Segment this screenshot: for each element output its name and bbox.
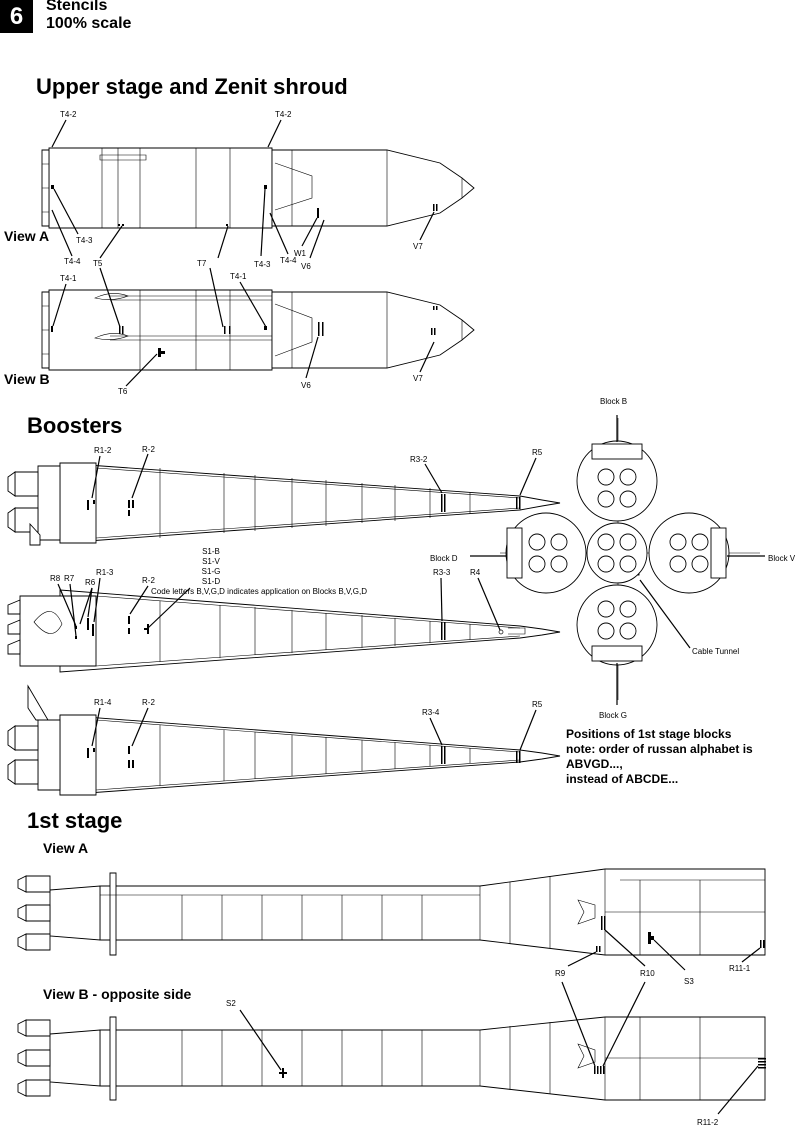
- first-stage-view-b: [17, 1016, 766, 1101]
- upper-stage-heading: Upper stage and Zenit shroud: [36, 74, 348, 99]
- stencil-list: S1-B S1-V S1-G S1-D: [200, 547, 222, 587]
- page-title-line2: 100% scale: [46, 15, 132, 32]
- booster-3-marks: [87, 746, 521, 768]
- label-v6b: V6: [301, 381, 311, 390]
- label-r6: R6: [85, 578, 96, 587]
- stencil-s1-b: S1-B: [202, 547, 220, 556]
- label-r11-1: R11-1: [729, 964, 751, 973]
- label-r4: R4: [470, 568, 481, 577]
- upper-stage-view-b: [41, 289, 475, 371]
- booster-3: [7, 684, 561, 796]
- label-t4-3a: T4-3: [76, 236, 93, 245]
- label-r1-3: R1-3: [96, 568, 114, 577]
- label-r1-4: R1-4: [94, 698, 112, 707]
- label-v7b: V7: [413, 374, 423, 383]
- label-v6a: V6: [301, 262, 311, 271]
- first-stage-view-b-marks: [279, 1058, 766, 1078]
- label-r9: R9: [555, 969, 566, 978]
- stencil-note: Code letters B,V,G,D indicates applicati…: [151, 587, 367, 596]
- label-s3: S3: [684, 977, 694, 986]
- label-t4-2b: T4-2: [275, 110, 292, 119]
- label-r11-2: R11-2: [697, 1118, 719, 1127]
- blocks-top-view: [470, 415, 765, 705]
- label-block-b: Block B: [600, 397, 627, 406]
- first-stage-view-a: [17, 868, 766, 956]
- booster-2: [7, 589, 561, 673]
- upper-view-b-label: View B: [4, 371, 50, 387]
- first-stage-view-b-label: View B - opposite side: [43, 986, 192, 1002]
- label-t4-4b: T4-4: [280, 256, 297, 265]
- page-title: Stencils 100% scale: [46, 0, 131, 33]
- label-t7: T7: [197, 259, 207, 268]
- label-t6: T6: [118, 387, 128, 396]
- label-r5a: R5: [532, 448, 543, 457]
- upper-view-a-leaders: [51, 119, 435, 259]
- label-s2: S2: [226, 999, 236, 1008]
- booster-2-marks: [75, 616, 504, 640]
- label-r2c: R-2: [142, 698, 155, 707]
- first-stage-view-a-leaders: [567, 929, 761, 971]
- label-r10: R10: [640, 969, 655, 978]
- label-r5b: R5: [532, 700, 543, 709]
- stencil-labels: T4-2 T4-2 T4-3 T4-4 T5 T7 T4-3 T4-4 W1 V…: [50, 110, 796, 1127]
- booster-1-marks: [87, 494, 521, 516]
- label-r2a: R-2: [142, 445, 155, 454]
- label-r3-4: R3-4: [422, 708, 440, 717]
- blocks-caption-line3: instead of ABCDE...: [566, 772, 679, 786]
- first-stage-view-a-marks: [596, 916, 765, 952]
- upper-stage-view-a: [41, 147, 475, 229]
- label-r2b: R-2: [142, 576, 155, 585]
- stencil-s1-g: S1-G: [201, 567, 221, 576]
- booster-2-leaders: [57, 577, 501, 637]
- label-w1: W1: [294, 249, 307, 258]
- label-cable-tunnel: Cable Tunnel: [692, 647, 739, 656]
- label-t4-1b: T4-1: [230, 272, 247, 281]
- upper-view-b-leaders: [52, 267, 435, 387]
- booster-3-leaders: [91, 707, 537, 751]
- label-r3-3: R3-3: [433, 568, 451, 577]
- first-stage-view-a-label: View A: [43, 840, 89, 856]
- first-stage-view-b-leaders: [239, 981, 759, 1115]
- blocks-caption-line2: note: order of russan alphabet is ABVGD.…: [566, 742, 753, 771]
- label-r3-2: R3-2: [410, 455, 428, 464]
- first-stage-heading: 1st stage: [27, 808, 123, 833]
- label-block-g: Block G: [599, 711, 627, 720]
- booster-1-leaders: [91, 453, 537, 499]
- label-t4-2a: T4-2: [60, 110, 77, 119]
- stencil-s1-v: S1-V: [202, 557, 220, 566]
- booster-1: [7, 462, 561, 546]
- label-r1-2: R1-2: [94, 446, 112, 455]
- blocks-caption-line1: Positions of 1st stage blocks: [566, 727, 732, 741]
- upper-view-a-label: View A: [4, 228, 50, 244]
- blocks-caption: Positions of 1st stage blocks note: orde…: [566, 727, 800, 787]
- label-r8: R8: [50, 574, 61, 583]
- label-v7a: V7: [413, 242, 423, 251]
- label-t4-1a: T4-1: [60, 274, 77, 283]
- label-t5: T5: [93, 259, 103, 268]
- label-block-v: Block V: [768, 554, 796, 563]
- label-r7: R7: [64, 574, 75, 583]
- upper-stage-view-b-marks: [51, 306, 438, 357]
- upper-stage-view-a-marks: [51, 185, 438, 226]
- page-number-badge: 6: [0, 0, 33, 33]
- label-t4-3b: T4-3: [254, 260, 271, 269]
- boosters-heading: Boosters: [27, 413, 123, 438]
- label-t4-4a: T4-4: [64, 257, 81, 266]
- stencil-s1-d: S1-D: [201, 577, 221, 586]
- label-block-d: Block D: [430, 554, 458, 563]
- page-title-line1: Stencils: [46, 0, 108, 14]
